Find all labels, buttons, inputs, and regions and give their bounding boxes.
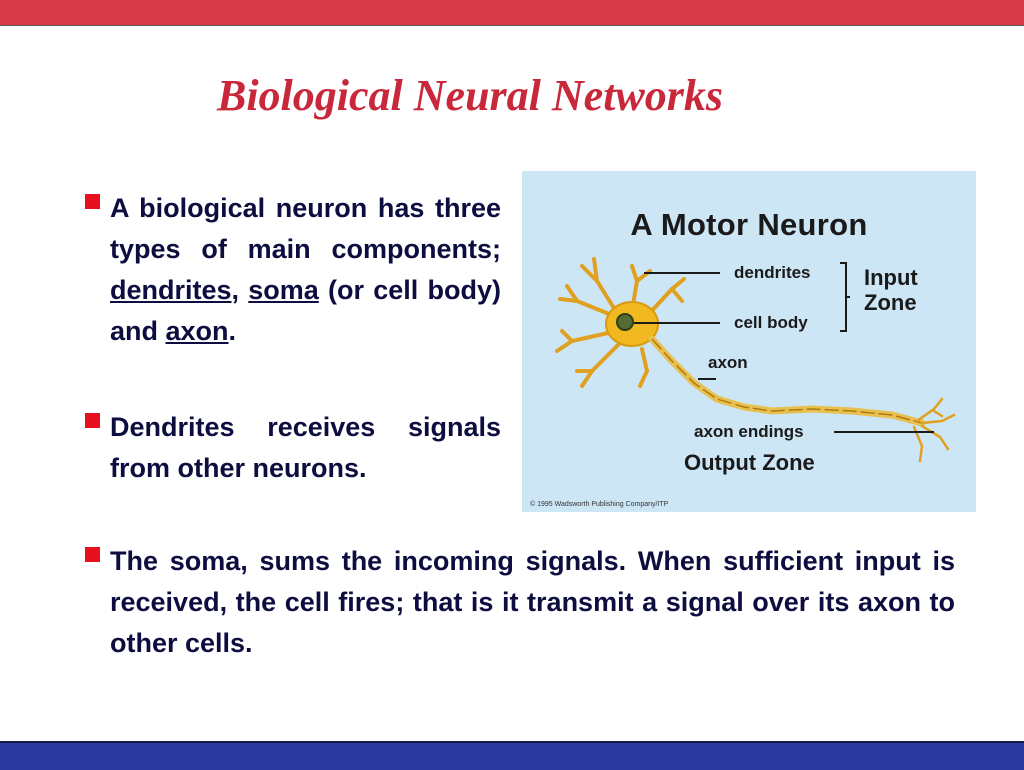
bullet-neuron-components: A biological neuron has three types of m… xyxy=(85,188,501,352)
label-axon: axon xyxy=(708,353,748,372)
bullet-text: The soma, sums the incoming signals. Whe… xyxy=(110,546,955,658)
input-zone-label: Input Zone xyxy=(864,265,918,315)
nucleus-shape xyxy=(616,313,634,331)
slide-title: Biological Neural Networks xyxy=(216,71,724,120)
neuron-illustration xyxy=(555,257,956,463)
bullet-soma: The soma, sums the incoming signals. Whe… xyxy=(85,541,955,664)
figure-copyright: © 1995 Wadsworth Publishing Company/ITP xyxy=(530,501,669,508)
output-zone-label: Output Zone xyxy=(684,450,815,475)
term-axon: axon xyxy=(165,316,229,346)
bullet-text: A biological neuron has three types of m… xyxy=(110,193,501,346)
bottom-banner xyxy=(0,741,1024,770)
top-banner xyxy=(0,0,1024,26)
axon-ending-branches xyxy=(912,397,956,463)
figure-title: A Motor Neuron xyxy=(630,207,868,242)
bullet-square-icon xyxy=(85,547,100,562)
input-zone-bracket xyxy=(840,262,850,332)
myelin-sheath xyxy=(651,338,923,424)
bullet-square-icon xyxy=(85,194,100,209)
dendrite-branches xyxy=(555,257,686,388)
label-axon-endings: axon endings xyxy=(694,422,804,441)
label-cell-body: cell body xyxy=(734,313,808,332)
term-dendrites: dendrites xyxy=(110,275,232,305)
label-leader-lines xyxy=(634,272,934,433)
motor-neuron-figure: A Motor Neuron dendrites cell body axon … xyxy=(522,171,976,512)
bullet-dendrites: Dendrites receives signals from other ne… xyxy=(85,407,501,489)
label-dendrites: dendrites xyxy=(734,263,811,282)
term-soma: soma xyxy=(248,275,319,305)
bullet-text: Dendrites receives signals from other ne… xyxy=(110,412,501,483)
bullet-square-icon xyxy=(85,413,100,428)
